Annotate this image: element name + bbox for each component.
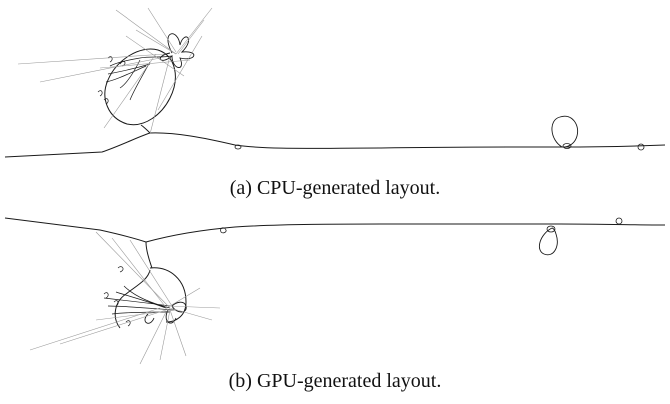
- caption-b: (b) GPU-generated layout.: [228, 370, 442, 392]
- cpu-right-loop: [551, 115, 579, 148]
- figure-a: (a) CPU-generated layout.: [4, 7, 666, 199]
- cpu-faint-rays: [17, 7, 213, 135]
- cpu-petals: [159, 33, 195, 68]
- gpu-small-loop-2: [615, 217, 623, 225]
- cpu-main-strand: [4, 132, 666, 158]
- caption-a: (a) CPU-generated layout.: [229, 177, 441, 199]
- gpu-right-loop: [538, 227, 558, 256]
- cpu-dense-cluster: [105, 55, 173, 101]
- cpu-small-loop-1: [234, 144, 242, 150]
- figure-b: (b) GPU-generated layout.: [0, 210, 670, 404]
- gpu-main-strand: [4, 217, 666, 243]
- gpu-faint-rays: [29, 231, 221, 365]
- gpu-cluster-knots: [103, 266, 131, 327]
- gpu-hairball-petals: [144, 301, 187, 324]
- gpu-layout-graph: [4, 217, 666, 365]
- cpu-hairball-connector: [140, 124, 151, 134]
- gpu-right-knot: [546, 225, 556, 233]
- gpu-hairball-connector: [145, 241, 153, 269]
- cpu-hairball-oval: [104, 48, 176, 126]
- gpu-dense-cluster: [103, 285, 175, 315]
- cpu-layout-graph: [4, 7, 666, 158]
- cpu-small-loop-2: [637, 143, 645, 151]
- cpu-right-knot: [562, 143, 572, 149]
- gpu-small-loop-1: [220, 227, 227, 234]
